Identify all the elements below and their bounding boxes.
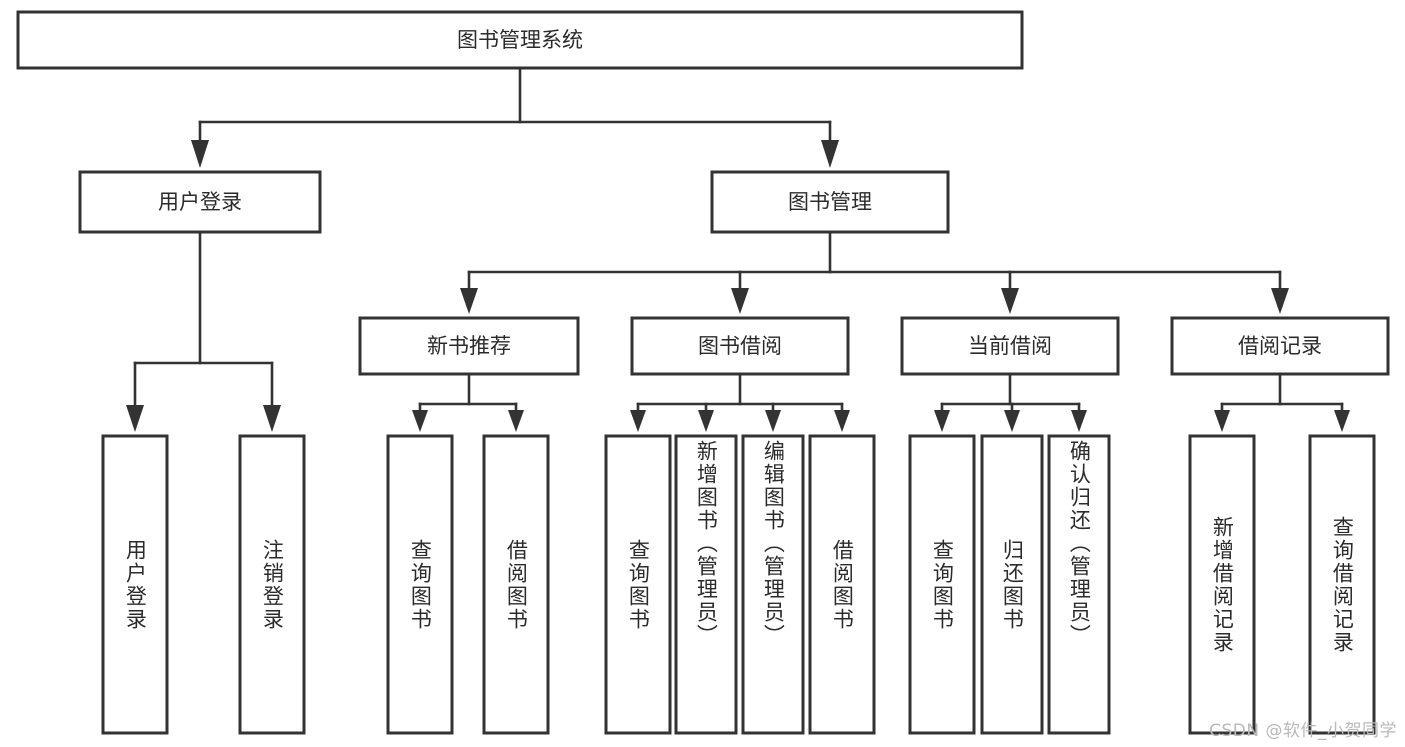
csdn-watermark: CSDN @软件_小贺同学 xyxy=(1209,721,1397,741)
arrow-head-leaf-user-login xyxy=(126,405,144,432)
arrow-head-book-manage xyxy=(821,140,839,168)
node-current-borrow[interactable]: 当前借阅 xyxy=(900,316,1120,376)
arrow-head-leaf-add-book xyxy=(698,410,714,432)
connector-new-book-rec-to-leaves xyxy=(412,372,524,432)
leaf-borrow-book-1-box[interactable] xyxy=(482,434,550,735)
arrow-head-leaf-query-book-3 xyxy=(934,410,950,432)
node-book-borrow[interactable]: 图书借阅 xyxy=(630,316,850,376)
leaf-confirm-return-box[interactable] xyxy=(1047,434,1111,735)
node-borrow-record[interactable]: 借阅记录 xyxy=(1170,316,1390,376)
arrow-head-borrow-record xyxy=(1271,288,1289,314)
arrow-head-leaf-return-book xyxy=(1004,410,1020,432)
arrow-head-book-borrow xyxy=(731,288,749,314)
connector-user-login-to-leaves xyxy=(126,230,281,432)
connector-current-borrow-to-leaves xyxy=(934,372,1087,432)
arrow-head-leaf-edit-book xyxy=(765,410,781,432)
node-current-borrow-label: 当前借阅 xyxy=(968,334,1052,358)
node-user-login-box[interactable] xyxy=(78,170,322,234)
node-user-login-label: 用户登录 xyxy=(158,190,242,214)
leaf-query-record-box[interactable] xyxy=(1308,434,1376,735)
arrow-head-new-book-rec xyxy=(460,288,478,314)
node-new-book-rec-box[interactable] xyxy=(358,316,580,376)
node-user-login[interactable]: 用户登录 xyxy=(78,170,322,234)
node-root-box[interactable] xyxy=(16,10,1024,70)
leaf-logout-box[interactable] xyxy=(238,434,306,735)
leaf-user-login-box[interactable] xyxy=(101,434,169,735)
connector-book-manage-to-level3 xyxy=(460,230,1289,314)
leaf-boxes-group xyxy=(101,434,1376,735)
leaf-query-book-1-box[interactable] xyxy=(386,434,454,735)
leaf-borrow-book-2-box[interactable] xyxy=(808,434,876,735)
connector-book-borrow-to-leaves xyxy=(630,372,850,432)
leaf-add-book-box[interactable] xyxy=(674,434,738,735)
leaf-return-book-box[interactable] xyxy=(980,434,1044,735)
arrow-head-leaf-query-record xyxy=(1334,410,1350,432)
node-book-manage-label: 图书管理 xyxy=(788,190,872,214)
arrow-head-leaf-query-book-2 xyxy=(630,410,646,432)
arrow-head-leaf-add-record xyxy=(1214,410,1230,432)
arrow-head-leaf-query-book-1 xyxy=(412,410,428,432)
node-root-label: 图书管理系统 xyxy=(457,28,583,52)
leaf-edit-book-box[interactable] xyxy=(741,434,805,735)
node-borrow-record-label: 借阅记录 xyxy=(1238,334,1322,358)
connector-root-to-level2 xyxy=(191,66,839,168)
leaf-query-book-2-box[interactable] xyxy=(604,434,672,735)
arrow-head-leaf-logout xyxy=(263,405,281,432)
leaf-add-record-box[interactable] xyxy=(1188,434,1256,735)
node-new-book-rec[interactable]: 新书推荐 xyxy=(358,316,580,376)
arrow-head-leaf-borrow-book-1 xyxy=(508,410,524,432)
leaf-query-book-3-box[interactable] xyxy=(908,434,976,735)
node-book-manage[interactable]: 图书管理 xyxy=(710,170,950,234)
node-root[interactable]: 图书管理系统 xyxy=(16,10,1024,70)
arrow-head-current-borrow xyxy=(1001,288,1019,314)
arrow-head-leaf-borrow-book-2 xyxy=(834,410,850,432)
node-new-book-rec-label: 新书推荐 xyxy=(427,334,511,358)
connector-borrow-record-to-leaves xyxy=(1214,372,1350,432)
arrow-head-user-login xyxy=(191,140,209,168)
node-current-borrow-box[interactable] xyxy=(900,316,1120,376)
arrow-head-leaf-confirm-return xyxy=(1071,410,1087,432)
node-book-borrow-label: 图书借阅 xyxy=(698,334,782,358)
